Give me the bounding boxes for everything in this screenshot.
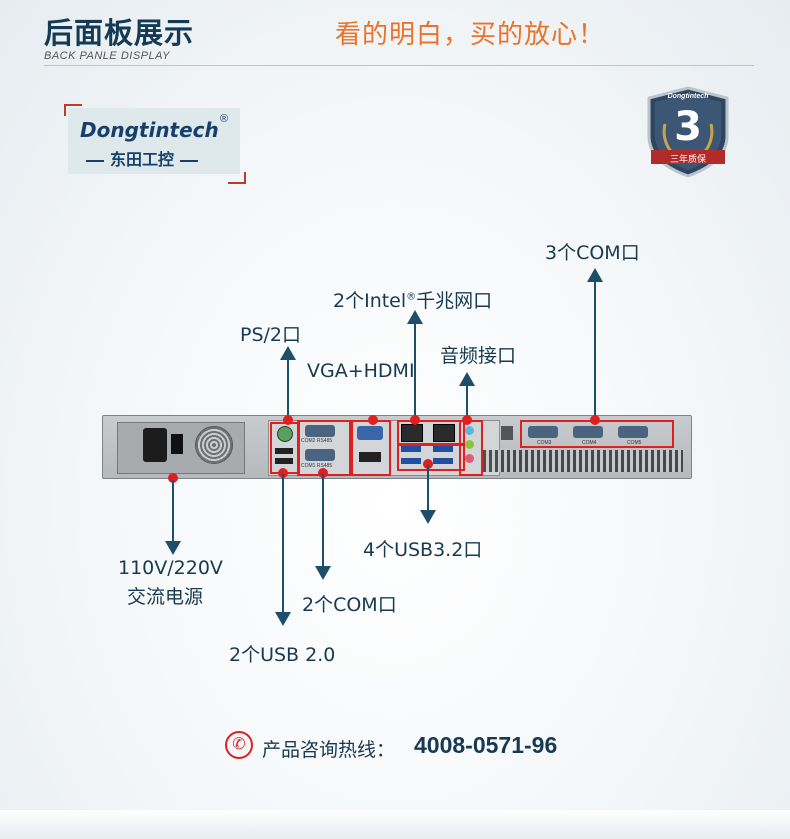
usb3-port-icon xyxy=(433,446,453,452)
highlight-audio xyxy=(459,420,483,476)
contact-label: 产品咨询热线： xyxy=(262,739,396,761)
marker-dot xyxy=(410,415,420,425)
vent-grille xyxy=(483,450,683,472)
marker-dot xyxy=(283,415,293,425)
power-switch-icon xyxy=(171,434,183,454)
label-power-voltage: 110V/220V xyxy=(118,557,223,579)
warranty-shield-icon xyxy=(647,86,729,178)
usb3-port-icon xyxy=(401,458,421,464)
label-ps2: PS/2口 xyxy=(240,324,302,346)
usb2-port-icon xyxy=(275,448,293,454)
marker-dot xyxy=(462,415,472,425)
com4-label: COM4 xyxy=(582,440,597,446)
usb3-port-icon xyxy=(433,458,453,464)
label-usb20: 2个USB 2.0 xyxy=(229,644,336,666)
arrow-up-icon xyxy=(459,372,475,386)
slogan: 看的明白，买的放心！ xyxy=(335,20,606,50)
arrow-down-icon xyxy=(315,566,331,580)
logo-chinese-name: 东田工控 xyxy=(80,146,204,170)
logo-corner xyxy=(64,104,82,116)
label-usb32: 4个USB3.2口 xyxy=(363,539,483,561)
usb3-port-icon xyxy=(401,446,421,452)
power-socket-icon xyxy=(143,428,167,462)
page-subtitle: BACK PANLE DISPLAY xyxy=(44,50,170,62)
com-port-icon xyxy=(305,449,335,461)
com3-label: COM3 xyxy=(537,440,552,446)
logo-corner xyxy=(228,172,246,184)
com2-label: COM2 RS485 xyxy=(301,438,333,444)
page-title: 后面板展示 xyxy=(44,16,195,50)
marker-dot xyxy=(168,473,178,483)
callout-line xyxy=(282,474,284,614)
logo-registered-mark: ® xyxy=(220,113,229,125)
badge-ribbon-text: 三年质保 xyxy=(669,154,706,164)
hdmi-port-icon xyxy=(359,452,381,462)
marker-dot xyxy=(278,468,288,478)
fan-icon xyxy=(195,426,233,464)
label-vga-hdmi: VGA+HDMI xyxy=(307,360,415,382)
com5-label: COM5 xyxy=(627,440,642,446)
footer-band xyxy=(0,810,790,839)
callout-line xyxy=(414,322,416,420)
arrow-down-icon xyxy=(420,510,436,524)
label-com3: 3个COM口 xyxy=(545,242,640,264)
callout-line xyxy=(322,474,324,566)
arrow-down-icon xyxy=(275,612,291,626)
header-divider xyxy=(44,65,754,66)
label-audio: 音频接口 xyxy=(440,345,517,367)
com-port-icon xyxy=(305,425,335,437)
audio-jack-icon xyxy=(465,426,474,435)
ps2-port-icon xyxy=(277,426,293,442)
com-port-icon xyxy=(618,426,648,438)
label-com2: 2个COM口 xyxy=(302,594,397,616)
arrow-down-icon xyxy=(165,541,181,555)
callout-line xyxy=(466,384,468,420)
callout-line xyxy=(594,280,596,420)
callout-line xyxy=(287,358,289,420)
com1-label: COM1 RS485 xyxy=(301,463,333,469)
marker-dot xyxy=(318,468,328,478)
expansion-slot-icon xyxy=(501,426,513,440)
phone-icon: ✆ xyxy=(225,731,253,759)
highlight-lan xyxy=(397,420,465,446)
arrow-up-icon xyxy=(407,310,423,324)
com-port-icon xyxy=(573,426,603,438)
arrow-up-icon xyxy=(280,346,296,360)
contact-phone[interactable]: 4008-0571-96 xyxy=(414,732,558,758)
callout-line xyxy=(172,480,174,542)
marker-dot xyxy=(423,459,433,469)
audio-jack-icon xyxy=(465,454,474,463)
highlight-vga-hdmi xyxy=(351,420,391,476)
highlight-ps2-usb xyxy=(270,422,300,474)
badge-brand: Dongtintech xyxy=(667,93,709,100)
badge-number: 3 xyxy=(674,104,702,150)
logo-brand-name: Dongtintech xyxy=(80,118,219,142)
audio-jack-icon xyxy=(465,440,474,449)
lan-port-icon xyxy=(433,424,455,442)
marker-dot xyxy=(590,415,600,425)
label-power-type: 交流电源 xyxy=(127,586,204,608)
marker-dot xyxy=(368,415,378,425)
usb2-port-icon xyxy=(275,458,293,464)
arrow-up-icon xyxy=(587,268,603,282)
com-port-icon xyxy=(528,426,558,438)
vga-port-icon xyxy=(357,426,383,440)
callout-line xyxy=(427,465,429,511)
label-lan: 2个Intel®千兆网口 xyxy=(333,290,493,312)
highlight-usb3 xyxy=(397,443,465,471)
